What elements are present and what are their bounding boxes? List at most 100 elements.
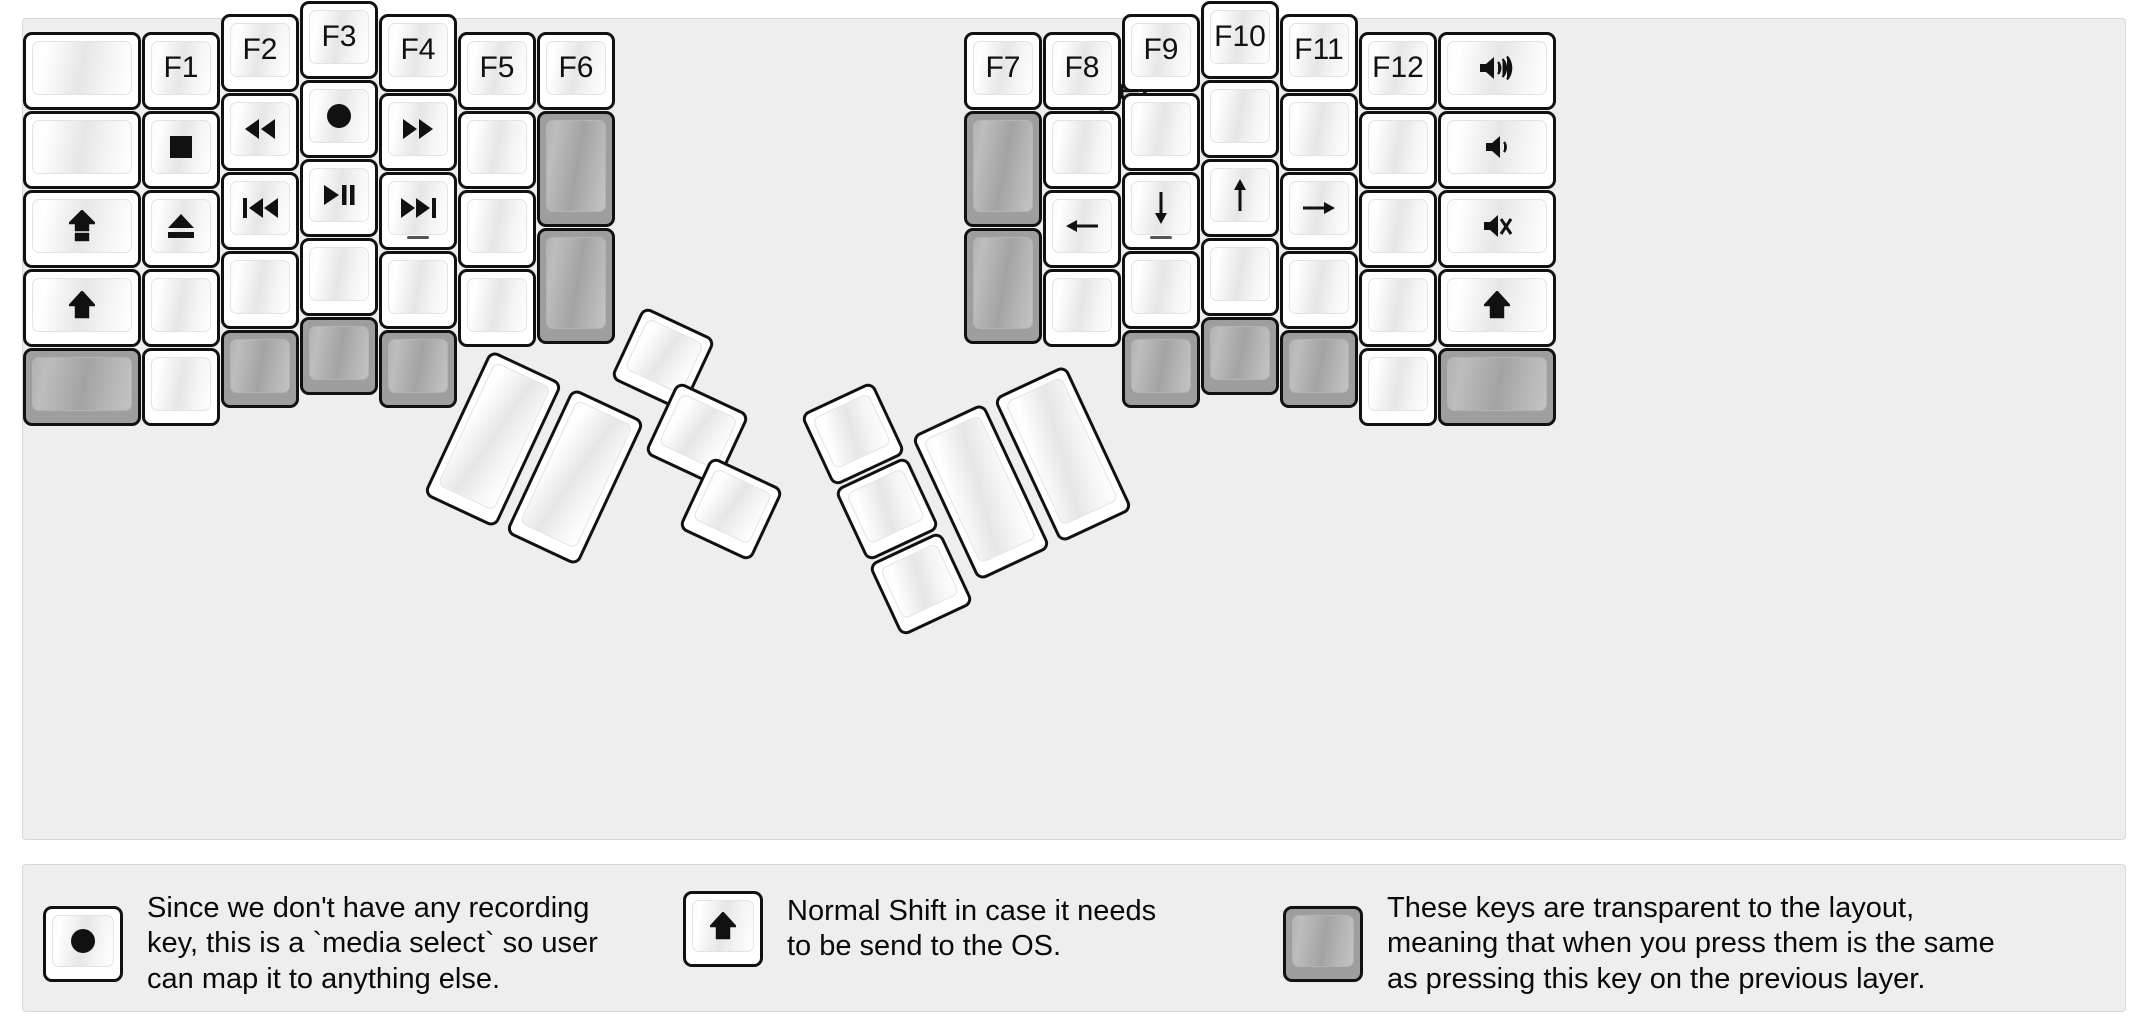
legend-text-3: These keys are transparent to the layout… [1387, 892, 1995, 995]
key-col-innermost-r3[interactable] [964, 228, 1042, 344]
key-col-pinky-outer-r2[interactable] [1438, 111, 1556, 189]
key-cap: F4 [388, 23, 448, 77]
key-col-middle-r1[interactable]: F3 [300, 1, 378, 79]
key-cap: F10 [1210, 10, 1270, 64]
key-col-inner-r1[interactable]: F5 [458, 32, 536, 110]
key-cap [1131, 181, 1191, 235]
key-cap [388, 181, 448, 235]
key-col-ring-r2[interactable] [1280, 93, 1358, 171]
key-col-index-r5[interactable] [379, 330, 457, 408]
key-col-ring-r1[interactable]: F11 [1280, 14, 1358, 92]
key-col-ring-r5[interactable] [1280, 330, 1358, 408]
key-col-innermost-r1[interactable]: F6 [537, 32, 615, 110]
key-col-inner-r2[interactable] [458, 111, 536, 189]
key-col-inner-r4[interactable] [1043, 269, 1121, 347]
key-col-ring-r2[interactable] [221, 93, 299, 171]
key-cap [230, 181, 290, 235]
key-col-middle-r5[interactable] [300, 317, 378, 395]
key-col-middle-r3[interactable] [300, 159, 378, 237]
key-label: F8 [1064, 51, 1100, 84]
key-cap: F8 [1052, 41, 1112, 95]
key-col-pinky-r2[interactable] [142, 111, 220, 189]
key-col-innermost-r2[interactable] [537, 111, 615, 227]
key-col-pinky-outer-r4[interactable] [1438, 269, 1556, 347]
key-col-innermost-r1[interactable]: F7 [964, 32, 1042, 110]
key-col-pinky-outer-r1[interactable] [23, 32, 141, 110]
key-cap [388, 339, 448, 393]
media-record-icon [69, 927, 97, 955]
key-cap [1289, 339, 1349, 393]
key-col-inner-r3[interactable] [458, 190, 536, 268]
key-col-index-r1[interactable]: F4 [379, 14, 457, 92]
key-col-pinky-outer-r1[interactable] [1438, 32, 1556, 110]
key-col-index-r4[interactable] [1122, 251, 1200, 329]
key-cap [309, 326, 369, 380]
volume-up-icon [1478, 55, 1516, 81]
key-col-middle-r4[interactable] [1201, 238, 1279, 316]
key-col-pinky-outer-r2[interactable] [23, 111, 141, 189]
key-col-pinky-outer-r3[interactable] [23, 190, 141, 268]
caps-lock-icon [69, 210, 95, 242]
key-col-pinky-r4[interactable] [1359, 269, 1437, 347]
key-cap [151, 357, 211, 411]
legend-text-2: Normal Shift in case it needs to be send… [787, 894, 1157, 962]
key-cap [32, 357, 132, 411]
shift-icon [69, 291, 95, 319]
key-cap [1368, 199, 1428, 253]
key-col-ring-r4[interactable] [221, 251, 299, 329]
key-col-index-r3[interactable] [379, 172, 457, 250]
key-col-pinky-r3[interactable] [142, 190, 220, 268]
key-cap [658, 392, 739, 470]
key-col-middle-r5[interactable] [1201, 317, 1279, 395]
key-col-middle-r2[interactable] [300, 80, 378, 158]
key-cap [467, 199, 527, 253]
key-col-index-r2[interactable] [379, 93, 457, 171]
key-col-index-r3[interactable] [1122, 172, 1200, 250]
key-cap: F7 [973, 41, 1033, 95]
key-cap [1447, 357, 1547, 411]
key-cap [32, 41, 132, 95]
key-col-ring-r3[interactable] [221, 172, 299, 250]
key-cap: F11 [1289, 23, 1349, 77]
key-col-pinky-r2[interactable] [1359, 111, 1437, 189]
key-col-pinky-r4[interactable] [142, 269, 220, 347]
key-col-index-r1[interactable]: F9 [1122, 14, 1200, 92]
key-col-pinky-r1[interactable]: F1 [142, 32, 220, 110]
key-col-middle-r4[interactable] [300, 238, 378, 316]
key-col-pinky-r5[interactable] [142, 348, 220, 426]
key-cap [1210, 247, 1270, 301]
key-col-middle-r1[interactable]: F10 [1201, 1, 1279, 79]
key-col-pinky-outer-r5[interactable] [1438, 348, 1556, 426]
key-col-inner-r2[interactable] [1043, 111, 1121, 189]
key-col-pinky-outer-r4[interactable] [23, 269, 141, 347]
homing-bar [407, 236, 429, 239]
key-col-middle-r2[interactable] [1201, 80, 1279, 158]
key-col-index-r5[interactable] [1122, 330, 1200, 408]
key-col-index-r2[interactable] [1122, 93, 1200, 171]
shift-icon [1484, 291, 1510, 319]
key-cap [692, 467, 773, 545]
key-col-inner-r4[interactable] [458, 269, 536, 347]
key-col-innermost-r3[interactable] [537, 228, 615, 344]
key-cap [1289, 260, 1349, 314]
key-cap: F1 [151, 41, 211, 95]
key-col-pinky-outer-r5[interactable] [23, 348, 141, 426]
key-col-innermost-r2[interactable] [964, 111, 1042, 227]
key-col-inner-r1[interactable]: F8 [1043, 32, 1121, 110]
key-col-ring-r3[interactable] [1280, 172, 1358, 250]
key-col-index-r4[interactable] [379, 251, 457, 329]
key-cap [546, 120, 606, 212]
key-col-pinky-r3[interactable] [1359, 190, 1437, 268]
key-col-ring-r4[interactable] [1280, 251, 1358, 329]
key-col-ring-r1[interactable]: F2 [221, 14, 299, 92]
key-col-pinky-outer-r3[interactable] [1438, 190, 1556, 268]
key-cap [309, 247, 369, 301]
key-cap [973, 120, 1033, 212]
key-col-inner-r3[interactable] [1043, 190, 1121, 268]
key-cap [1289, 102, 1349, 156]
key-col-pinky-r1[interactable]: F12 [1359, 32, 1437, 110]
key-col-ring-r5[interactable] [221, 330, 299, 408]
key-cap [32, 120, 132, 174]
key-col-middle-r3[interactable] [1201, 159, 1279, 237]
key-col-pinky-r5[interactable] [1359, 348, 1437, 426]
